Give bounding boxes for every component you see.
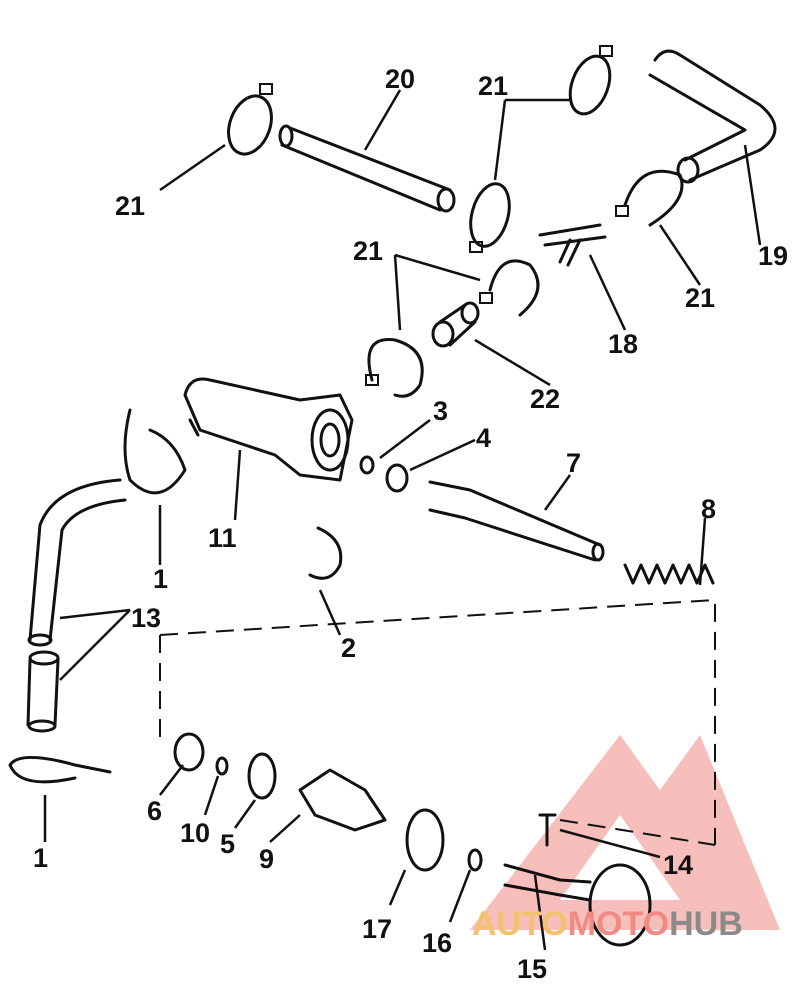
clamp-1-top — [123, 408, 187, 495]
callout-13: 13 — [131, 603, 161, 633]
callout-14: 14 — [663, 850, 693, 880]
washer-6 — [173, 732, 205, 772]
callout-9: 9 — [259, 844, 274, 874]
callout-7: 7 — [566, 448, 581, 478]
callout-19: 19 — [758, 241, 788, 271]
primer-knob-15 — [503, 863, 652, 947]
clamps-21 — [227, 45, 684, 398]
watermark-moto: MOTO — [568, 905, 669, 943]
callout-3: 3 — [433, 396, 448, 426]
callout-21: 21 — [115, 191, 145, 221]
o-ring-4 — [385, 463, 409, 493]
clamp-1-bottom — [8, 756, 112, 784]
watermark-auto: AUTO — [472, 905, 568, 943]
screw-14 — [538, 813, 557, 847]
callout-1: 1 — [153, 564, 168, 594]
o-ring-16 — [467, 848, 483, 872]
callout-21: 21 — [353, 236, 383, 266]
watermark-hub: HUB — [669, 905, 743, 943]
callout-11: 11 — [208, 523, 237, 553]
tee-fitting-18 — [538, 223, 607, 267]
callout-8: 8 — [701, 494, 716, 524]
nut-17 — [405, 808, 445, 872]
sleeve-22 — [431, 301, 480, 348]
spring-8 — [623, 563, 715, 585]
hose-20 — [278, 124, 456, 213]
callout-16: 16 — [422, 928, 452, 958]
callout-21: 21 — [478, 71, 508, 101]
watermark-text: AUTOMOTOHUB — [472, 905, 743, 943]
leader-lines — [43, 89, 762, 951]
callout-10: 10 — [180, 818, 210, 848]
callout-18: 18 — [608, 329, 638, 359]
assembly-dashed-line — [159, 598, 716, 846]
callout-5: 5 — [220, 829, 235, 859]
callout-22: 22 — [530, 384, 560, 414]
callout-4: 4 — [476, 423, 491, 453]
callout-20: 20 — [385, 64, 415, 94]
plunger-7 — [428, 480, 605, 562]
hose-19 — [648, 49, 777, 184]
callout-15: 15 — [517, 954, 547, 984]
callout-17: 17 — [362, 914, 392, 944]
gasket-5 — [247, 752, 277, 800]
callout-1: 1 — [33, 843, 48, 873]
callout-6: 6 — [147, 796, 162, 826]
watermark-logo — [470, 735, 780, 930]
callout-21: 21 — [685, 283, 715, 313]
callout-2: 2 — [341, 633, 356, 663]
hose-13 — [26, 478, 127, 733]
o-ring-10 — [215, 756, 229, 776]
fitting-9 — [298, 768, 387, 832]
clip-2 — [308, 526, 343, 580]
pump-body-11 — [183, 377, 354, 482]
o-ring-3 — [359, 455, 375, 475]
